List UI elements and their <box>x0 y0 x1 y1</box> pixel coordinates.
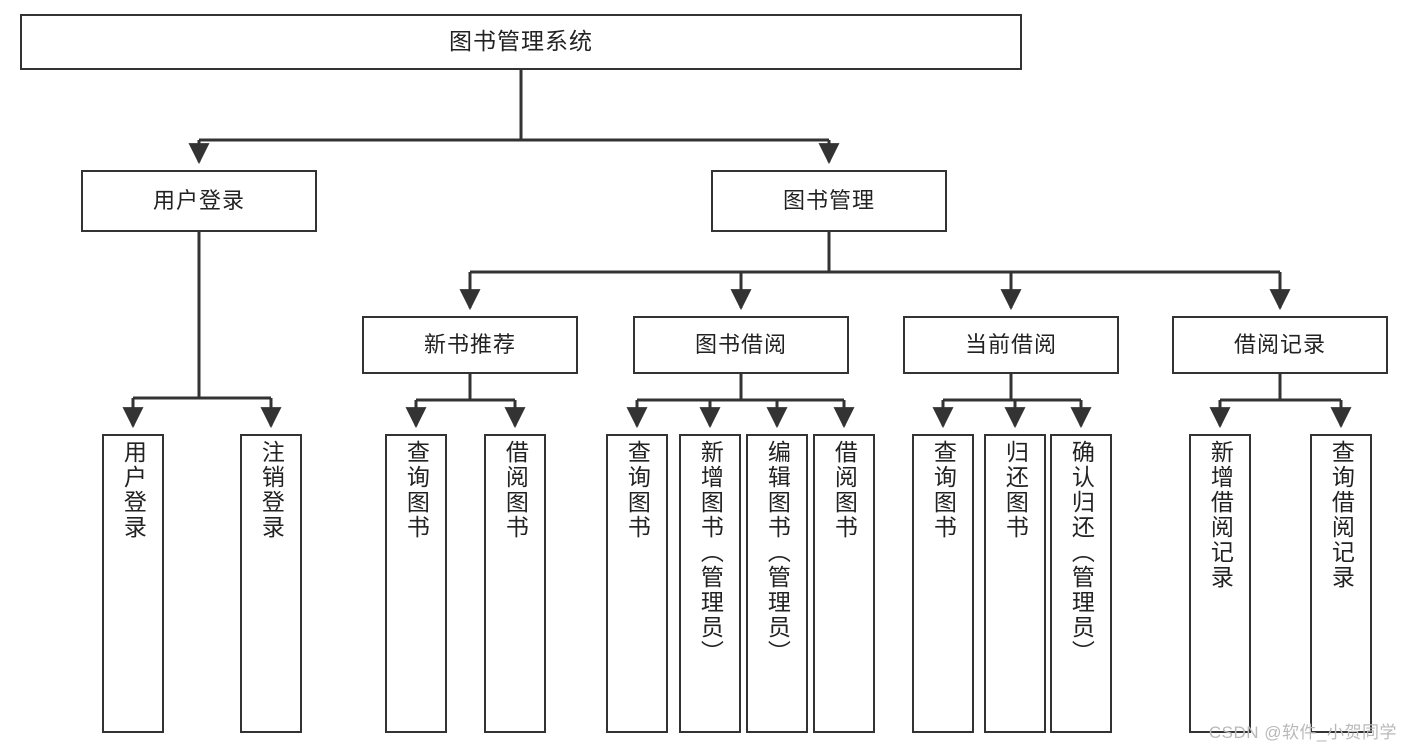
node-label: 注销登录 <box>258 440 285 540</box>
node-label: 查询图书 <box>403 440 430 540</box>
node-leaf-add-record[interactable]: 新增借阅记录 <box>1189 434 1251 733</box>
node-label: 编辑图书（管理员） <box>764 440 791 665</box>
node-leaf-logout[interactable]: 注销登录 <box>240 434 302 733</box>
node-label: 查询图书 <box>930 440 957 540</box>
node-label: 归还图书 <box>1002 440 1029 540</box>
node-leaf-query-book-3[interactable]: 查询图书 <box>912 434 974 733</box>
node-leaf-confirm-return[interactable]: 确认归还（管理员） <box>1050 434 1112 733</box>
node-book-manage[interactable]: 图书管理 <box>711 170 947 232</box>
node-label: 图书管理 <box>782 187 875 213</box>
node-label: 查询图书 <box>624 440 651 540</box>
node-leaf-query-book-1[interactable]: 查询图书 <box>385 434 447 733</box>
node-label: 用户登录 <box>152 187 245 213</box>
node-label: 新增借阅记录 <box>1207 440 1234 590</box>
node-leaf-edit-book[interactable]: 编辑图书（管理员） <box>746 434 808 733</box>
node-label: 借阅图书 <box>831 440 858 540</box>
node-new-book-recommend[interactable]: 新书推荐 <box>362 316 578 374</box>
node-leaf-query-record[interactable]: 查询借阅记录 <box>1310 434 1372 733</box>
node-current-borrow[interactable]: 当前借阅 <box>903 316 1119 374</box>
node-user-login[interactable]: 用户登录 <box>81 170 317 232</box>
node-label: 新书推荐 <box>423 331 516 357</box>
node-label: 确认归还（管理员） <box>1068 440 1095 665</box>
node-borrow-record[interactable]: 借阅记录 <box>1172 316 1388 374</box>
node-leaf-query-book-2[interactable]: 查询图书 <box>606 434 668 733</box>
node-book-borrow[interactable]: 图书借阅 <box>633 316 849 374</box>
node-label: 新增图书（管理员） <box>697 440 724 665</box>
node-label: 用户登录 <box>120 440 147 540</box>
node-label: 图书管理系统 <box>449 28 593 55</box>
node-leaf-add-book[interactable]: 新增图书（管理员） <box>679 434 741 733</box>
node-leaf-borrow-book-2[interactable]: 借阅图书 <box>813 434 875 733</box>
node-label: 查询借阅记录 <box>1328 440 1355 590</box>
node-label: 借阅记录 <box>1233 331 1326 357</box>
node-leaf-return-book[interactable]: 归还图书 <box>984 434 1046 733</box>
node-leaf-user-login[interactable]: 用户登录 <box>102 434 164 733</box>
node-root-图书管理系统[interactable]: 图书管理系统 <box>20 14 1022 70</box>
watermark-text: CSDN @软件_小贺同学 <box>1208 723 1397 742</box>
node-label: 图书借阅 <box>694 331 787 357</box>
node-leaf-borrow-book-1[interactable]: 借阅图书 <box>484 434 546 733</box>
node-label: 当前借阅 <box>964 331 1057 357</box>
node-label: 借阅图书 <box>502 440 529 540</box>
